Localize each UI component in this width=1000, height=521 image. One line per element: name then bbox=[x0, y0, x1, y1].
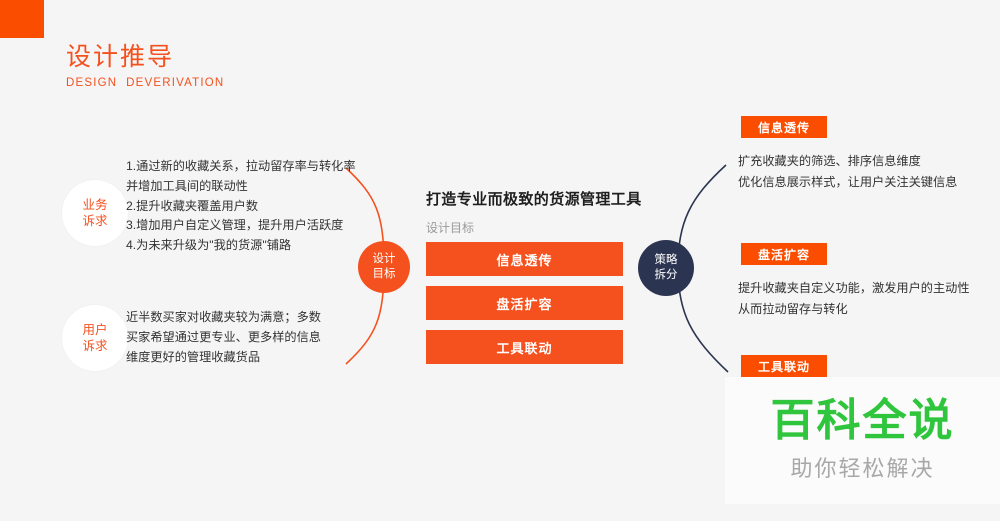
watermark-title: 百科全说 bbox=[770, 396, 955, 446]
node-user-demand[interactable]: 用户 诉求 bbox=[62, 305, 128, 371]
page-title: 设计推导 bbox=[66, 43, 175, 71]
strategy-tag-capacity-expansion[interactable]: 盘活扩容 bbox=[741, 243, 828, 265]
node-strategy-breakdown-line2: 拆分 bbox=[654, 269, 678, 281]
node-business-demand[interactable]: 业务 诉求 bbox=[62, 180, 128, 246]
page-subtitle: DESIGN DEVERIVATION bbox=[66, 77, 225, 89]
goal-bar-capacity-expansion[interactable]: 盘活扩容 bbox=[426, 286, 623, 320]
page-title-block: 设计推导 DESIGN DEVERIVATION bbox=[66, 42, 224, 89]
node-strategy-breakdown[interactable]: 策略 拆分 bbox=[638, 240, 694, 296]
corner-accent-square bbox=[0, 0, 44, 38]
business-demand-text: 1.通过新的收藏关系，拉动留存率与转化率 并增加工具间的联动性 2.提升收藏夹覆… bbox=[126, 159, 356, 253]
watermark-subtitle: 助你轻松解决 bbox=[790, 455, 935, 481]
node-design-goal[interactable]: 设计 目标 bbox=[358, 241, 410, 293]
center-heading: 打造专业而极致的货源管理工具 bbox=[426, 191, 642, 208]
node-user-demand-line1: 用户 bbox=[82, 322, 108, 337]
watermark-panel: 百科全说 助你轻松解决 bbox=[725, 377, 1000, 504]
goal-bar-tool-linkage[interactable]: 工具联动 bbox=[426, 330, 623, 364]
goal-bar-information-transparency[interactable]: 信息透传 bbox=[426, 242, 623, 276]
strategy-tag-information-transparency[interactable]: 信息透传 bbox=[741, 116, 828, 138]
node-design-goal-line2: 目标 bbox=[372, 268, 396, 280]
center-sublabel: 设计目标 bbox=[426, 221, 475, 235]
user-demand-text: 近半数买家对收藏夹较为满意；多数 买家希望通过更专业、更多样的信息 维度更好的管… bbox=[126, 310, 321, 364]
strategy-tag-tool-linkage[interactable]: 工具联动 bbox=[741, 355, 828, 377]
node-business-demand-line1: 业务 bbox=[82, 197, 108, 212]
strategy-desc-information-transparency: 扩充收藏夹的筛选、排序信息维度 优化信息展示样式，让用户关注关键信息 bbox=[738, 154, 958, 189]
node-user-demand-line2: 诉求 bbox=[82, 339, 108, 353]
strategy-desc-capacity-expansion: 提升收藏夹自定义功能，激发用户的主动性 从而拉动留存与转化 bbox=[738, 281, 970, 316]
node-strategy-breakdown-line1: 策略 bbox=[654, 253, 678, 266]
node-design-goal-line1: 设计 bbox=[372, 252, 396, 265]
node-business-demand-line2: 诉求 bbox=[82, 214, 108, 228]
